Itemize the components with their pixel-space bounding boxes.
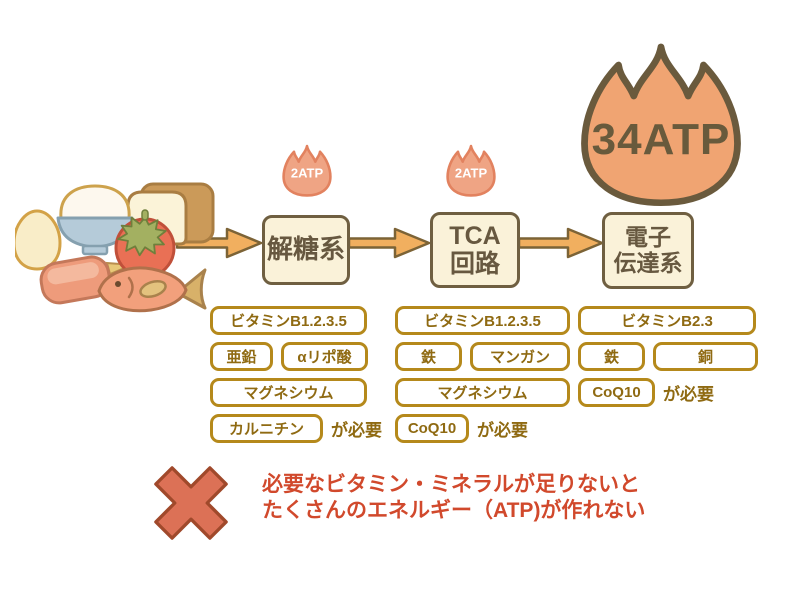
egg-icon [15,209,62,271]
atp-label-glycolysis: 2ATP [290,165,324,181]
flame-small-glycolysis: 2ATP [281,142,333,199]
stage-label: 電子 伝達系 [613,223,683,276]
warning-text-line2: たくさんのエネルギー（ATP)が作れない [262,499,646,522]
flame-icon [446,144,496,197]
stage-label: 解糖系 [266,234,345,265]
nutrient-badge: マグネシウム [395,378,570,407]
nutrient-badge: 銅 [653,342,758,371]
requirements-tca: ビタミンB1.2.3.5 鉄 マンガン マグネシウム CoQ10 が必要 [395,306,570,443]
atp-label-tca: 2ATP [454,165,488,181]
meat-icon [39,255,112,305]
nutrient-badge: 鉄 [578,342,645,371]
nutrient-badge: CoQ10 [395,414,469,443]
warning-text-line1: 必要なビタミン・ミネラルが足りないと [262,473,640,496]
food-illustration [15,182,215,313]
atp-label-electron-transport: 34ATP [591,115,731,165]
requirements-glycolysis: ビタミンB1.2.3.5 亜鉛 αリポ酸 マグネシウム カルニチン が必要 [210,306,382,443]
requirement-suffix: が必要 [331,421,382,440]
nutrient-badge: αリポ酸 [281,342,368,371]
stage-box-glycolysis: 解糖系 [262,215,350,285]
fish-icon [97,266,207,313]
nutrient-badge: カルニチン [210,414,323,443]
flow-arrow-2-icon [518,227,604,259]
requirement-suffix: が必要 [477,421,528,440]
flame-small-tca: 2ATP [445,142,497,199]
cross-icon [154,466,228,540]
nutrient-badge: ビタミンB2.3 [578,306,756,335]
stage-box-tca-cycle: TCA 回路 [430,212,520,288]
nutrient-badge: 亜鉛 [210,342,273,371]
stage-label: TCA 回路 [449,222,501,278]
rice-bowl-icon [56,184,134,256]
requirements-electron-transport: ビタミンB2.3 鉄 銅 CoQ10 が必要 [578,306,758,407]
nutrient-badge: ビタミンB1.2.3.5 [210,306,367,335]
requirement-suffix: が必要 [663,385,714,404]
flow-arrow-1-icon [348,227,431,259]
nutrient-badge: 鉄 [395,342,462,371]
flame-icon [581,43,741,206]
nutrient-badge: マンガン [470,342,570,371]
warning-text: 必要なビタミン・ミネラルが足りないと たくさんのエネルギー（ATP)が作れない [262,472,645,524]
nutrient-badge: CoQ10 [578,378,655,407]
flame-big-electron-transport: 34ATP [576,42,746,206]
flow-arrow-food-icon [176,227,263,259]
nutrient-badge: マグネシウム [210,378,367,407]
nutrient-badge: ビタミンB1.2.3.5 [395,306,570,335]
flame-icon [282,144,332,197]
stage-box-electron-transport: 電子 伝達系 [602,212,694,289]
